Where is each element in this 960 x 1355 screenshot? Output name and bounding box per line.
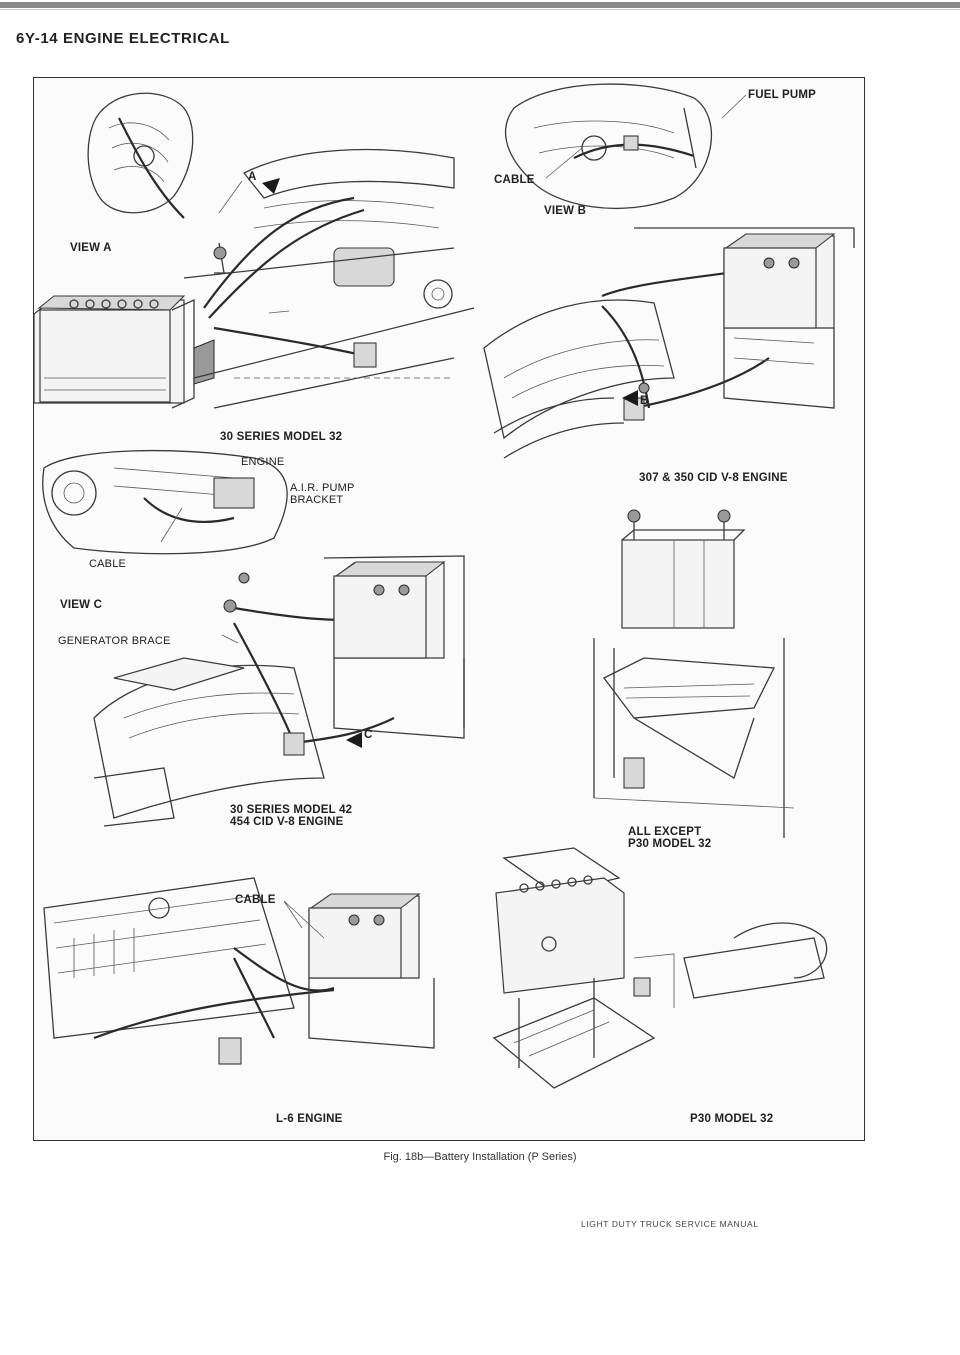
battery-30-series-model-32 xyxy=(34,295,215,409)
label-all-except-p30: ALL EXCEPT P30 MODEL 32 xyxy=(628,826,712,850)
top-rule xyxy=(0,2,960,8)
label-cable-l6: CABLE xyxy=(235,894,276,906)
label-air-pump-bracket: A.I.R. PUMP BRACKET xyxy=(290,482,355,506)
label-cable-b: CABLE xyxy=(494,174,535,186)
engine-l6 xyxy=(43,877,335,1040)
label-arrow-b: B xyxy=(640,395,649,407)
view-b-inset xyxy=(504,83,713,209)
label-view-c: VIEW C xyxy=(60,599,103,611)
label-view-a: VIEW A xyxy=(70,242,112,254)
figure-frame: VIEW A A FUEL PUMP CABLE VIEW B B 30 SER… xyxy=(33,77,865,1141)
figure-caption: Fig. 18b—Battery Installation (P Series) xyxy=(383,1151,577,1163)
battery-p30-model-32 xyxy=(492,847,828,1089)
engine-area-top xyxy=(183,148,475,409)
leader-lines xyxy=(160,94,747,939)
label-arrow-a: A xyxy=(248,171,257,183)
battery-307-350 xyxy=(634,227,855,409)
view-a-inset xyxy=(87,92,194,219)
battery-454 xyxy=(323,555,465,739)
arrow-b-marker xyxy=(622,390,638,406)
label-engine: ENGINE xyxy=(241,456,285,468)
arrow-a-marker xyxy=(262,178,280,194)
top-rule-thin xyxy=(0,9,960,10)
label-arrow-c: C xyxy=(364,729,373,741)
engine-454 xyxy=(93,599,395,827)
label-307-350-engine: 307 & 350 CID V-8 ENGINE xyxy=(639,472,788,484)
label-cable-c: CABLE xyxy=(89,558,127,570)
page-footer: LIGHT DUTY TRUCK SERVICE MANUAL xyxy=(581,1219,759,1229)
label-30-series-model-32: 30 SERIES MODEL 32 xyxy=(220,431,343,443)
label-30-series-model-42: 30 SERIES MODEL 42 454 CID V-8 ENGINE xyxy=(230,804,353,828)
label-fuel-pump: FUEL PUMP xyxy=(748,89,817,101)
label-view-b: VIEW B xyxy=(544,205,587,217)
battery-all-except-p30 xyxy=(593,509,795,838)
battery-installation-illustration xyxy=(34,83,855,1089)
page-header: 6Y-14 ENGINE ELECTRICAL xyxy=(16,30,230,47)
label-generator-brace: GENERATOR BRACE xyxy=(58,635,171,647)
label-l6-engine: L-6 ENGINE xyxy=(276,1113,343,1125)
view-c-inset xyxy=(42,449,288,584)
label-p30-model-32: P30 MODEL 32 xyxy=(690,1113,774,1125)
arrow-c-marker xyxy=(346,732,362,748)
battery-l6 xyxy=(218,893,435,1065)
